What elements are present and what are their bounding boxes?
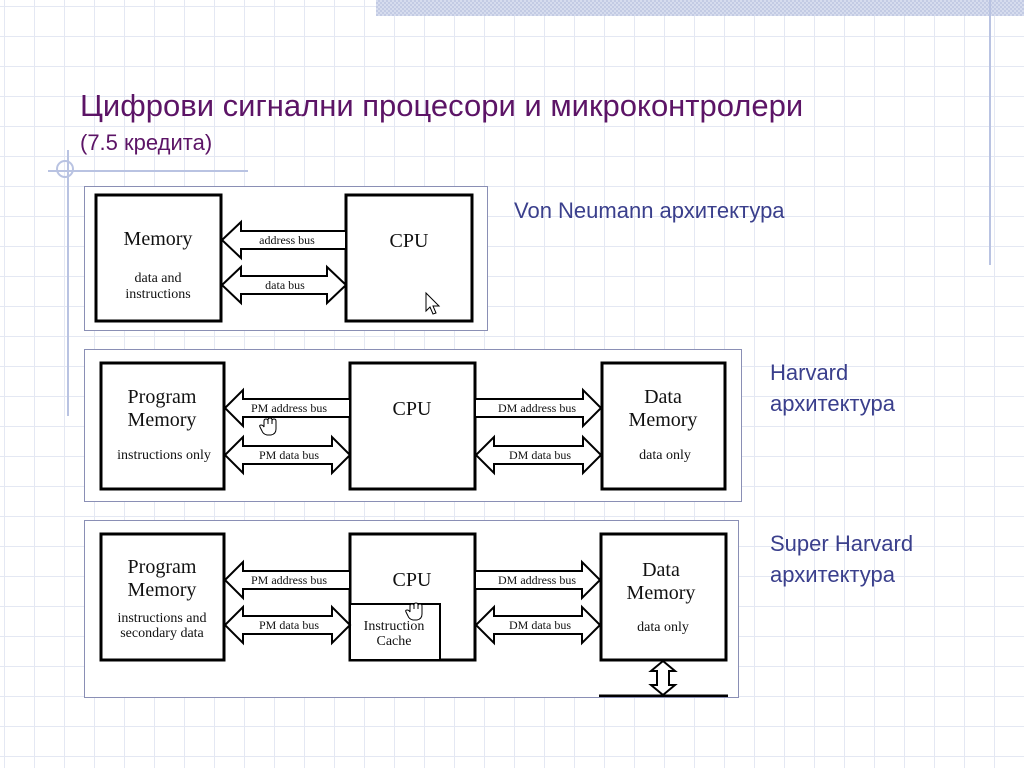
program-memory-block: [99, 532, 226, 662]
data-memory-title1: Data: [642, 559, 680, 581]
decorative-top-band: [376, 0, 1024, 16]
super-harvard-label: Super Harvard архитектура: [770, 528, 913, 590]
von-neumann-diagram: Memory data and instructions CPU address…: [84, 186, 488, 331]
pm-data-bus-arrow: [223, 604, 352, 646]
cpu-label: CPU: [393, 569, 432, 591]
memory-title: Memory: [124, 228, 193, 250]
pm-address-bus-arrow: [223, 559, 351, 601]
von-neumann-svg: Memory data and instructions CPU address…: [94, 193, 474, 323]
data-memory-block: [600, 361, 727, 491]
von-neumann-label: Von Neumann архитектура: [514, 195, 785, 226]
slide-title: Цифрови сигнални процесори и микроконтро…: [80, 88, 804, 123]
harvard-svg: Program Memory instructions only CPU Dat…: [99, 361, 727, 491]
data-memory-title2: Memory: [627, 582, 696, 604]
address-bus-arrow: [220, 219, 347, 261]
data-bus-arrow: [220, 264, 348, 306]
pm-data-bus-label: PM data bus: [259, 618, 319, 632]
cpu-block: [344, 193, 474, 323]
harvard-label-line1: Harvard: [770, 360, 849, 385]
dm-address-bus-label: DM address bus: [498, 401, 576, 415]
program-memory-sub2: secondary data: [120, 626, 204, 641]
program-memory-sub1: instructions and: [117, 611, 206, 626]
dm-data-bus-arrow: [474, 434, 603, 476]
pm-address-bus-label: PM address bus: [251, 573, 327, 587]
slide-subtitle: (7.5 кредита): [80, 130, 213, 155]
decorative-circle: [56, 160, 74, 178]
dm-data-bus-label: DM data bus: [509, 448, 571, 462]
memory-sub2: instructions: [125, 287, 190, 302]
hand-pointer-icon: [405, 602, 423, 621]
cpu-block: [348, 361, 477, 491]
instruction-cache-block: [349, 603, 441, 661]
program-memory-title1: Program: [128, 386, 197, 408]
pm-address-bus-label: PM address bus: [251, 401, 327, 415]
super-harvard-label-line1: Super Harvard: [770, 531, 914, 556]
program-memory-title1: Program: [128, 556, 197, 578]
cpu-label: CPU: [393, 398, 432, 420]
instruction-cache-line2: Cache: [377, 634, 412, 649]
program-memory-sub: instructions only: [117, 448, 211, 463]
program-memory-block: [99, 361, 226, 491]
address-bus-label: address bus: [259, 233, 315, 247]
program-memory-title2: Memory: [128, 409, 197, 431]
harvard-label: Harvard архитектура: [770, 357, 895, 419]
hand-pointer-icon: [259, 417, 277, 436]
program-memory-title2: Memory: [128, 579, 197, 601]
dm-data-bus-arrow: [474, 604, 602, 646]
super-harvard-label-line2: архитектура: [770, 562, 895, 587]
io-port-arrow: [648, 659, 678, 697]
von-neumann-label-text: Von Neumann архитектура: [514, 198, 785, 223]
pm-address-bus-arrow: [223, 387, 351, 429]
decorative-horizontal-line: [48, 170, 248, 172]
pm-data-bus-label: PM data bus: [259, 448, 319, 462]
dm-address-bus-arrow: [474, 387, 603, 429]
instruction-cache-line1: Instruction: [364, 619, 425, 634]
harvard-diagram: Program Memory instructions only CPU Dat…: [84, 349, 742, 502]
pm-data-bus-arrow: [223, 434, 352, 476]
dm-address-bus-arrow: [474, 559, 602, 601]
memory-sub1: data and: [134, 271, 181, 286]
data-bus-label: data bus: [265, 278, 305, 292]
decorative-vertical-line-left: [67, 150, 69, 416]
super-harvard-svg: Program Memory instructions and secondar…: [99, 532, 728, 697]
data-memory-title1: Data: [644, 386, 682, 408]
cpu-label: CPU: [390, 230, 429, 252]
data-memory-sub: data only: [637, 620, 689, 635]
data-memory-title2: Memory: [629, 409, 698, 431]
data-memory-block: [599, 532, 728, 662]
dm-address-bus-label: DM address bus: [498, 573, 576, 587]
memory-block: [94, 193, 223, 323]
decorative-vertical-line-right: [989, 0, 991, 265]
super-harvard-diagram: Program Memory instructions and secondar…: [84, 520, 739, 698]
harvard-label-line2: архитектура: [770, 391, 895, 416]
dm-data-bus-label: DM data bus: [509, 618, 571, 632]
mouse-pointer-icon: [425, 291, 441, 315]
data-memory-sub: data only: [639, 448, 691, 463]
